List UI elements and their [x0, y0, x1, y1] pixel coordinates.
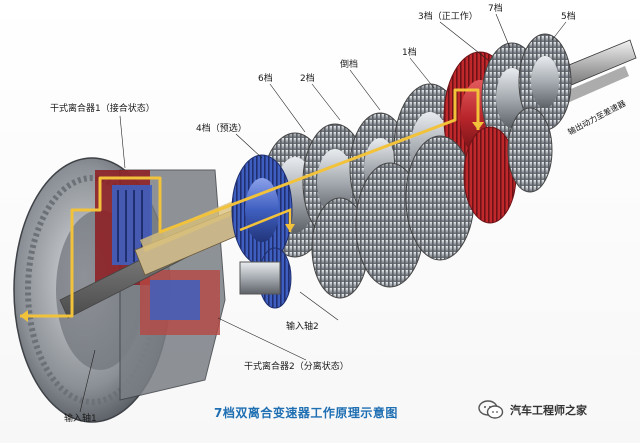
label-gear-4: 4档（预选） — [196, 124, 247, 134]
label-gear-1: 1档 — [402, 48, 417, 58]
label-gear-5: 5档 — [561, 12, 576, 22]
power-flow-path — [20, 88, 484, 322]
label-input-shaft-1: 输入轴1 — [64, 414, 97, 424]
diagram-caption: 7档双离合变速器工作原理示意图 — [214, 406, 398, 420]
label-gear-7: 7档 — [488, 4, 503, 14]
label-clutch-2: 干式离合器2（分离状态） — [244, 362, 349, 372]
wechat-icon — [478, 400, 504, 419]
dry-clutch-2 — [140, 270, 220, 335]
label-gear-6: 6档 — [258, 74, 273, 84]
gear-5 — [518, 33, 572, 131]
watermark: 汽车工程师之家 — [478, 400, 587, 420]
gear-4-preselect — [231, 154, 293, 266]
label-input-shaft-2: 输入轴2 — [286, 322, 319, 332]
countershaft-gears — [239, 107, 553, 309]
label-clutch-1: 干式离合器1（接合状态） — [50, 104, 155, 114]
watermark-text: 汽车工程师之家 — [510, 404, 587, 417]
label-gear-3: 3档（正工作） — [418, 12, 478, 22]
label-gear-2: 2档 — [300, 74, 315, 84]
leader-lines — [79, 13, 567, 413]
label-reverse-gear: 倒档 — [340, 60, 359, 70]
